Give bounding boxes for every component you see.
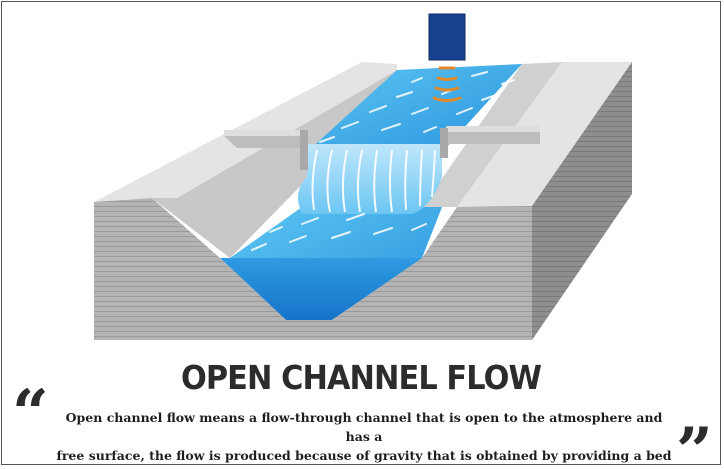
weir-plate-right-top [442, 126, 540, 132]
open-quote-icon: “ [12, 376, 49, 451]
close-quote-icon: ” [676, 414, 713, 465]
front-face-left-strata [94, 198, 286, 340]
level-sensor [428, 13, 466, 61]
description-text: Open channel flow means a flow-through c… [56, 410, 672, 463]
downstream-water-front [220, 258, 422, 320]
weir-plate-left [224, 136, 302, 148]
weir-plate-right [442, 132, 540, 144]
upstream-water [307, 64, 522, 152]
right-side-face [532, 62, 632, 340]
weir-plate-left-top [224, 130, 307, 136]
page-title: OPEN CHANNEL FLOW [180, 358, 542, 397]
weir-post-right [440, 128, 448, 158]
front-face-middle-strata [286, 206, 532, 340]
right-bank-top [457, 62, 632, 207]
sensor-signal-waves [432, 66, 462, 102]
weir-post-left [300, 130, 308, 170]
